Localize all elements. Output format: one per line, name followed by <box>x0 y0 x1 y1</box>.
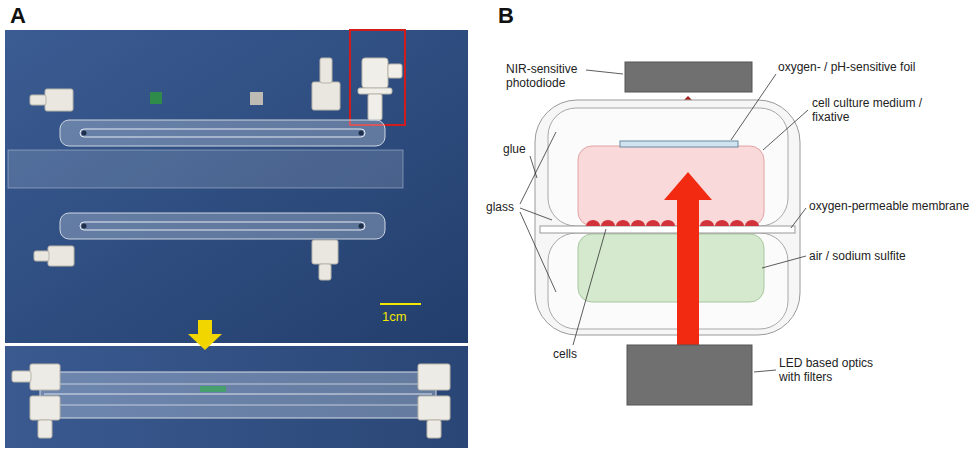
part-label: air / sodium sulfite <box>809 249 906 263</box>
leader-lines-part <box>731 74 776 140</box>
photo-top-part <box>34 251 49 261</box>
device-schematic-part <box>625 62 752 92</box>
photo-top-part <box>358 88 392 94</box>
photo-top-part <box>80 222 365 230</box>
device-schematic-part <box>586 220 759 226</box>
photo-bottom-part <box>200 386 226 392</box>
photo-top-part <box>359 131 364 136</box>
panel-letter: A <box>10 4 26 28</box>
photo-top-part <box>368 94 382 120</box>
device-schematic-part-part <box>616 220 630 226</box>
photo-top-part <box>8 150 403 188</box>
part-label: NIR-sensitive photodiode <box>506 62 602 90</box>
assembly-arrow-part <box>188 320 222 350</box>
device-schematic-part-part <box>586 220 600 226</box>
device-schematic-part <box>664 172 712 345</box>
photo-top-part <box>388 64 402 78</box>
part-label: glue <box>503 142 526 156</box>
device-schematic-part-part <box>715 220 729 226</box>
leader-lines-part <box>530 156 537 178</box>
photo-bottom-part <box>60 405 420 406</box>
photo-top-part <box>362 58 388 88</box>
photo-top-part <box>5 30 468 343</box>
part-label: LED based optics with filters <box>779 356 889 384</box>
photo-top-part <box>312 240 338 264</box>
device-schematic-part <box>578 146 764 226</box>
photo-bottom-part <box>418 396 450 420</box>
device-schematic-part-part <box>646 220 660 226</box>
photo-top-part <box>380 303 421 305</box>
device-schematic-part-part <box>745 220 759 226</box>
leader-lines-part <box>791 208 806 228</box>
photo-bottom-part <box>38 420 52 438</box>
device-schematic-part <box>540 226 795 233</box>
leader-lines-part <box>586 70 623 74</box>
photo-top-part <box>350 30 405 125</box>
photo-top-part <box>60 213 385 239</box>
photo-top-part <box>312 82 340 110</box>
leader-lines-part <box>763 110 808 150</box>
photo-bottom-part <box>12 371 31 382</box>
photo-bottom-part <box>40 372 436 418</box>
device-schematic-part <box>548 233 788 329</box>
device-schematic-part-part <box>631 220 645 226</box>
device-schematic-part <box>627 345 752 405</box>
device-schematic-part <box>535 100 800 335</box>
part-label: oxygen- / pH-sensitive foil <box>778 60 915 74</box>
device-schematic-part <box>548 108 788 226</box>
photo-top-part <box>150 92 162 104</box>
photo-top-part <box>80 129 365 137</box>
photo-bottom-part <box>30 396 60 420</box>
photo-bottom-part <box>427 420 441 438</box>
photo-bottom-part <box>418 364 450 390</box>
leader-lines-part <box>520 212 556 292</box>
photo-top-part <box>319 264 331 280</box>
photo-top-part <box>320 58 332 83</box>
photo-bottom-part <box>60 384 420 385</box>
device-schematic-part-part <box>661 220 675 226</box>
device-schematic-part <box>620 141 738 147</box>
leader-lines-part <box>754 370 776 372</box>
photo-top-part <box>45 89 73 111</box>
photo-top-part <box>250 92 263 105</box>
device-schematic-part-part <box>700 220 714 226</box>
photo-bottom <box>5 346 468 448</box>
photo-top-part <box>60 120 385 146</box>
photo-top-part <box>30 95 46 105</box>
device-schematic-part-part <box>601 220 615 226</box>
leader-lines-part <box>520 208 552 220</box>
photo-bottom-part <box>30 364 60 390</box>
leader-lines-part <box>573 229 606 345</box>
photo-bottom-part <box>5 346 468 448</box>
part-label: cell culture medium / fixative <box>812 96 952 124</box>
photo-top-part <box>359 224 364 229</box>
part-label: oxygen-permeable membrane <box>809 199 969 213</box>
photo-top-part <box>82 131 87 136</box>
part-label: glass <box>486 200 514 214</box>
leader-lines-part <box>762 256 806 268</box>
scale-bar-label: 1cm <box>382 309 407 324</box>
device-schematic-part <box>578 234 764 302</box>
photo-bottom-part <box>44 394 432 395</box>
photo-top-part <box>82 224 87 229</box>
device-schematic-part-part <box>730 220 744 226</box>
panel-letter: B <box>498 4 514 28</box>
device-schematic <box>535 62 800 405</box>
assembly-arrow <box>188 320 222 350</box>
photo-top-part <box>48 246 74 266</box>
leader-lines <box>520 70 808 372</box>
photo-top <box>5 30 468 343</box>
part-label: cells <box>553 347 577 361</box>
